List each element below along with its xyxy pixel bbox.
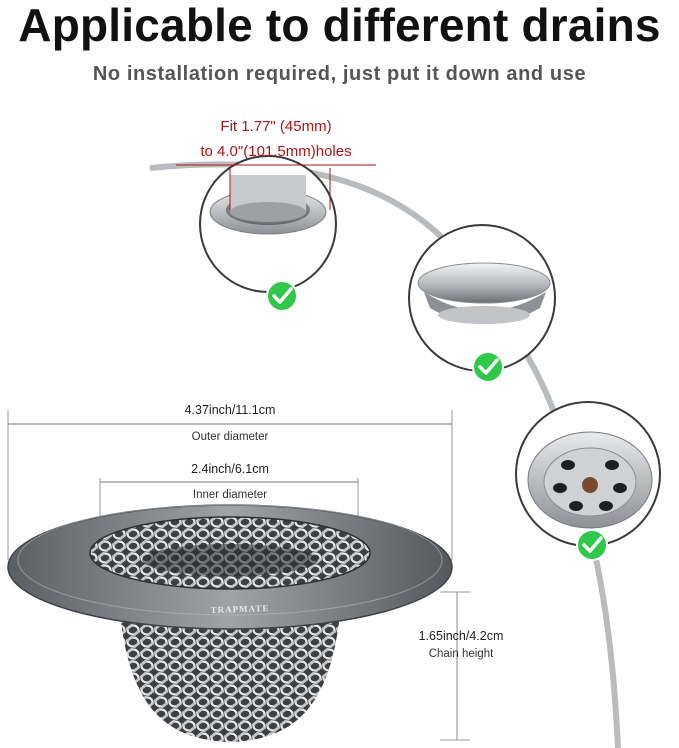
page-subtitle: No installation required, just put it do… (92, 63, 587, 85)
check-icon (576, 529, 608, 561)
chain-height-value: 1.65inch/4.2cm (418, 629, 504, 643)
check-icon (266, 280, 298, 312)
check-icon (472, 351, 504, 383)
outer-diameter-label: Outer diameter (191, 431, 269, 443)
page-title: Applicable to different drains (18, 0, 661, 51)
chain-height-label: Chain height (428, 648, 494, 660)
outer-diameter-value: 4.37inch/11.1cm (184, 403, 276, 417)
fit-note-line2: to 4.0"(101.5mm)holes (200, 143, 352, 160)
fit-note-line1: Fit 1.77" (45mm) (220, 118, 332, 135)
inner-diameter-value: 2.4inch/6.1cm (191, 462, 269, 476)
inner-diameter-label: Inner diameter (192, 489, 268, 501)
